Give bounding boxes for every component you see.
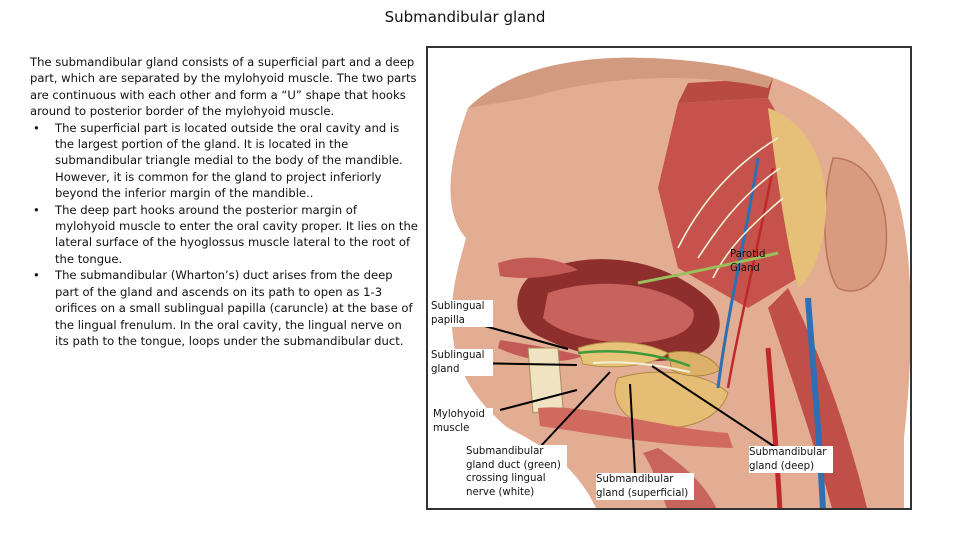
head-neck-dissection-drawing [450,57,910,508]
bullet-deep: • The deep part hooks around the posterio… [30,202,418,268]
bullet-text: The deep part hooks around the posterior… [55,202,418,266]
bullet-marker: • [33,268,40,283]
bullet-superficial: • The superficial part is located outside… [30,120,418,202]
label-line: gland duct (green) [466,459,561,471]
bullet-marker: • [33,202,40,217]
label-line: nerve (white) [466,486,535,498]
bullet-text: The submandibular (Wharton’s) duct arise… [55,268,413,348]
label-line: Mylohyoid [433,409,485,420]
intro-paragraph: The submandibular gland consists of a su… [30,55,417,119]
label-submandibular-duct: Submandibular gland duct (green) crossin… [466,445,567,499]
body-text: The submandibular gland consists of a su… [30,54,418,349]
label-line: Submandibular [466,446,544,457]
parotid-duct [637,251,779,285]
slide-title: Submandibular gland [384,8,546,26]
label-line: Submandibular [596,474,674,485]
label-line: muscle [433,422,470,434]
label-mylohyoid-muscle: Mylohyoid muscle [433,408,493,435]
label-line: gland (superficial) [596,487,689,499]
label-line: Sublingual [431,350,485,361]
ear [824,157,888,292]
label-line: Gland [730,262,760,274]
tongue [543,283,694,344]
mandible-section [527,347,564,414]
label-line: gland [431,363,460,375]
label-line: Submandibular [749,447,827,458]
label-submandibular-deep: Submandibular gland (deep) [749,446,833,473]
bullet-list: • The superficial part is located outside… [30,120,418,350]
label-sublingual-gland: Sublingual gland [431,349,493,376]
bullet-duct: • The submandibular (Wharton’s) duct aris… [30,267,418,349]
upper-lip [498,257,578,278]
external-jugular-vein [805,297,826,508]
submandibular-duct [577,350,691,368]
temporal-region [678,78,773,103]
label-line: gland (deep) [749,460,815,472]
facial-nerve-branches [677,137,784,279]
bullet-marker: • [33,120,40,135]
label-submandibular-superficial: Submandibular gland (superficial) [596,473,695,500]
label-line: Parotid [730,249,766,260]
anatomy-illustration [426,46,912,510]
facial-vein [716,157,760,389]
label-parotid-gland: Parotid Gland [730,248,765,275]
label-line: papilla [431,314,465,326]
facial-artery [726,167,775,389]
label-sublingual-papilla: Sublingual papilla [431,300,493,327]
label-line: crossing lingual [466,473,546,484]
label-line: Sublingual [431,301,485,312]
bullet-text: The superficial part is located outside … [55,120,403,201]
scalp-edge [468,57,773,108]
parotid-gland [768,108,827,288]
